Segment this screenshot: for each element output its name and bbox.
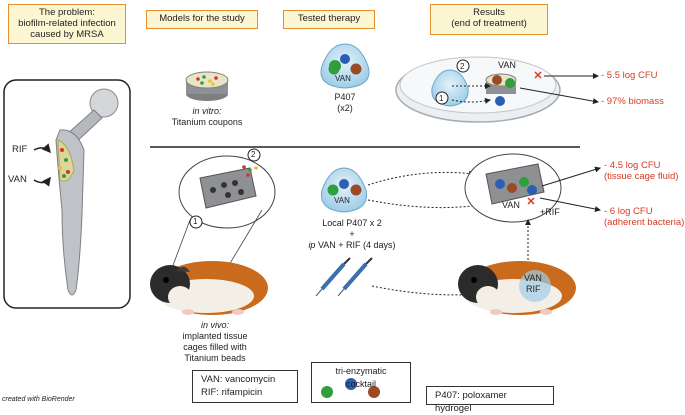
- invitro-hydrogel-caption: P407 (x2): [334, 92, 356, 113]
- invivo-result-adherent: - 6 log CFU (adherent bacteria): [604, 206, 685, 228]
- invitro-hydrogel-van: VAN: [335, 74, 351, 83]
- petri-dish: [395, 56, 599, 123]
- results-tissue-cage: [464, 153, 601, 268]
- p407-hydrogel-invitro: [320, 43, 370, 89]
- invivo-model-caption: in vivo: implanted tissue cages filled w…: [182, 320, 248, 363]
- syringe-2: [337, 257, 373, 297]
- results-header: Results (end of treatment): [430, 4, 548, 35]
- invitro-step-2: 2: [460, 62, 465, 71]
- abbreviations-legend: VAN: vancomycin RIF: rifampicin: [192, 370, 298, 403]
- tissue-cage: [171, 148, 276, 271]
- models-header: Models for the study: [146, 10, 258, 29]
- invivo-step-2: 2: [251, 150, 256, 159]
- legend-enzymes: [321, 378, 380, 398]
- cage-rif-label: +RIF: [540, 207, 560, 217]
- rif-arrow: [33, 143, 51, 154]
- pig-rif-label: RIF: [526, 284, 541, 294]
- cross-mark: [534, 71, 542, 79]
- invivo-hydrogel-van: VAN: [334, 196, 350, 205]
- invitro-result-biomass: - 97% biomass: [601, 96, 664, 107]
- p407-legend: P407: poloxamer hydrogel: [426, 386, 554, 414]
- invitro-result-cfu: - 5.5 log CFU: [601, 70, 658, 81]
- p407-hydrogel-invivo: [320, 167, 481, 213]
- invivo-step-1: 1: [193, 217, 198, 226]
- pig-van-label: VAN: [524, 273, 542, 283]
- guinea-pig-right: [458, 261, 576, 315]
- femoral-head: [89, 88, 119, 118]
- cocktail-legend: tri-enzymatic cocktail: [311, 362, 411, 403]
- implant-van-label: VAN: [8, 174, 27, 185]
- implant-rif-label: RIF: [12, 144, 28, 155]
- problem-header: The problem: biofilm-related infection c…: [8, 4, 126, 44]
- van-arrow: [33, 176, 51, 187]
- hip-implant-panel: [3, 79, 131, 309]
- titanium-coupon: [185, 71, 229, 101]
- invitro-model-caption: in vitro: Titanium coupons: [171, 106, 243, 127]
- dish-van-label: VAN: [498, 60, 516, 70]
- invitro-step-1: 1: [439, 94, 444, 103]
- therapy-header: Tested therapy: [283, 10, 375, 29]
- therapy-caption: Local P407 x 2 + ip VAN + RIF (4 days): [308, 218, 396, 250]
- guinea-pig-left: [150, 261, 268, 315]
- cage-van-label: VAN: [502, 200, 520, 210]
- invivo-result-fluid: - 4.5 log CFU (tissue cage fluid): [604, 160, 679, 182]
- syringe-1: [315, 257, 351, 297]
- biorender-credit: created with BioRender: [2, 396, 75, 403]
- enzyme-blue: [340, 54, 350, 64]
